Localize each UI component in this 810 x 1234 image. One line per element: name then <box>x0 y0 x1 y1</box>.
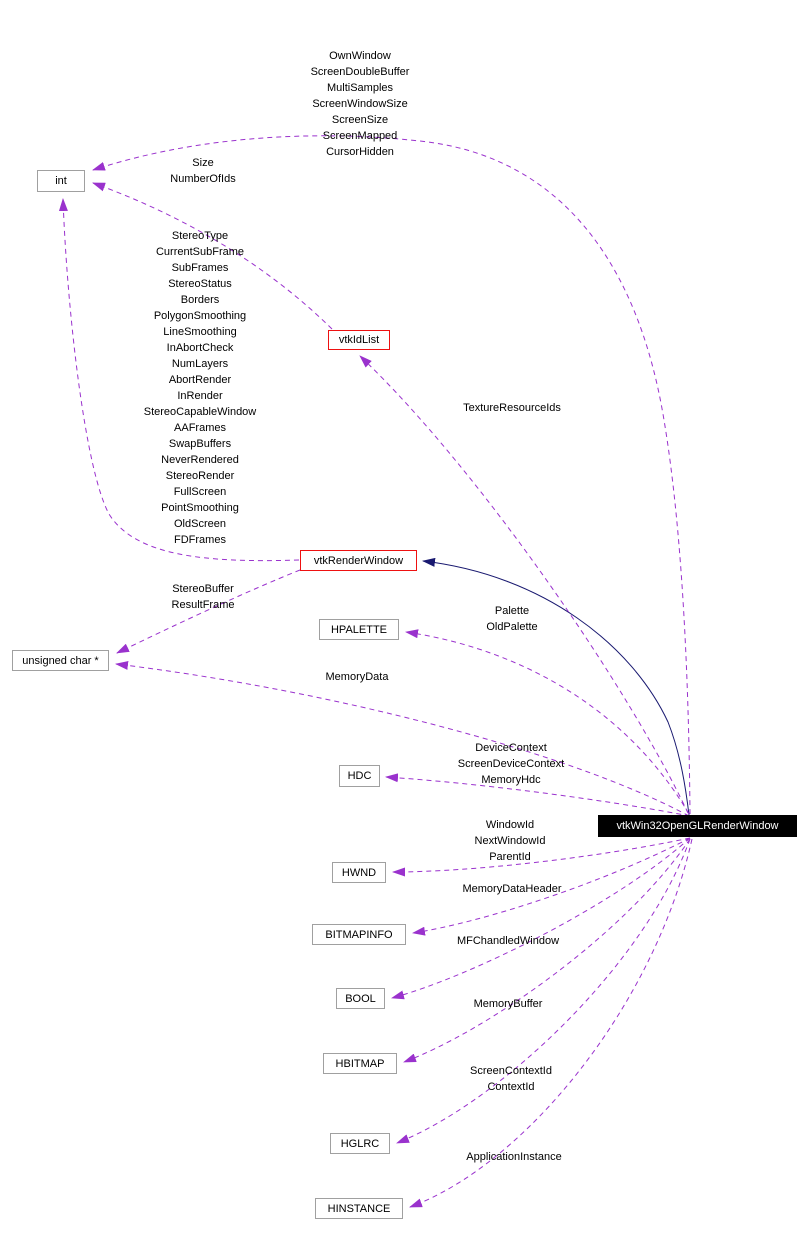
edge-label-main-to-unsigned-char-ptr: MemoryData <box>325 671 389 683</box>
edge-vtkrenderwindow-to-int <box>58 198 300 562</box>
node-vtkidlist[interactable]: vtkIdList <box>328 330 390 350</box>
node-unsigned-char-ptr: unsigned char * <box>12 650 109 671</box>
node-bitmapinfo: BITMAPINFO <box>312 924 406 945</box>
edge-main-to-hdc <box>385 773 691 817</box>
node-hpalette: HPALETTE <box>319 619 399 640</box>
edge-label-main-to-hpalette: Palette OldPalette <box>486 605 538 633</box>
node-hbitmap: HBITMAP <box>323 1053 397 1074</box>
node-hdc: HDC <box>339 765 380 787</box>
edge-inheritance-main-to-vtkrenderwindow <box>422 557 690 816</box>
edge-main-to-hpalette <box>405 629 690 815</box>
node-vtkrenderwindow[interactable]: vtkRenderWindow <box>300 550 417 571</box>
edge-vtkrenderwindow-to-unsigned-char-ptr <box>116 569 301 654</box>
edge-label-main-to-hglrc: ScreenContextId ContextId <box>470 1065 552 1093</box>
edge-label-main-to-hbitmap: MemoryBuffer <box>473 998 543 1010</box>
edge-label-main-to-hdc: DeviceContext ScreenDeviceContext Memory… <box>457 742 565 786</box>
node-main-class: vtkWin32OpenGLRenderWindow <box>598 815 797 837</box>
node-hwnd: HWND <box>332 862 386 883</box>
edge-vtkidlist-to-int <box>92 182 333 330</box>
edge-label-main-to-bitmapinfo: MemoryDataHeader <box>462 883 562 895</box>
edge-main-to-int <box>92 135 691 815</box>
edge-main-to-vtkidlist <box>359 355 689 814</box>
node-bool: BOOL <box>336 988 385 1009</box>
edge-label-main-to-hinstance: ApplicationInstance <box>466 1151 562 1163</box>
edge-label-main-to-bool: MFChandledWindow <box>456 935 560 947</box>
node-int: int <box>37 170 85 192</box>
edge-label-vtkidlist-to-int: Size NumberOfIds <box>170 157 236 185</box>
edge-label-main-to-vtkidlist: TextureResourceIds <box>463 402 561 414</box>
edge-main-to-hglrc <box>396 838 691 1144</box>
edge-main-to-hwnd <box>392 837 691 877</box>
edge-label-vtkrenderwindow-to-int: StereoType CurrentSubFrame SubFrames Ste… <box>143 230 257 546</box>
edge-main-to-hinstance <box>409 838 693 1208</box>
node-hglrc: HGLRC <box>330 1133 390 1154</box>
edge-label-vtkrenderwindow-to-unsigned-char-ptr: StereoBuffer ResultFrame <box>171 583 235 611</box>
edge-main-to-bitmapinfo <box>412 837 691 936</box>
edge-label-main-to-hwnd: WindowId NextWindowId ParentId <box>474 819 546 863</box>
node-hinstance: HINSTANCE <box>315 1198 403 1219</box>
edge-label-main-to-int: OwnWindow ScreenDoubleBuffer MultiSample… <box>310 50 410 158</box>
edge-main-to-hbitmap <box>403 838 691 1063</box>
